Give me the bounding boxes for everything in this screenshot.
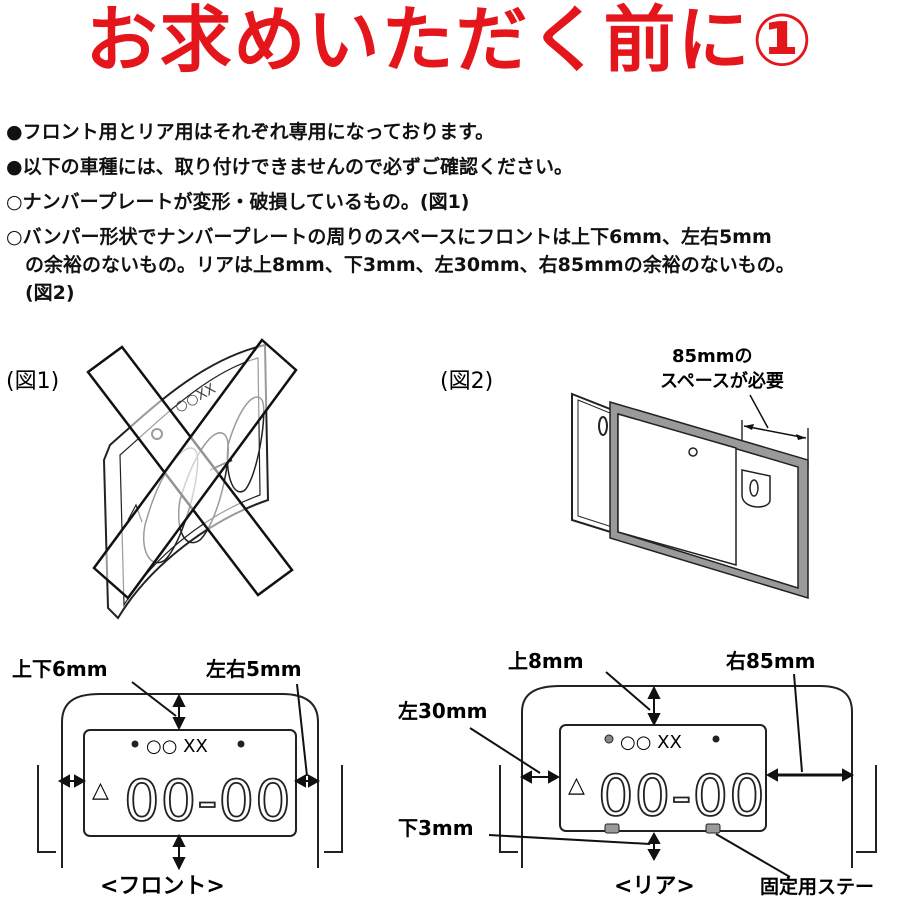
figure-2: (図2) 85mmの スペースが必要 [440, 346, 809, 600]
front-plate-top-text: ○○ XX [146, 736, 208, 757]
front-label-top-bottom: 上下6mm [12, 657, 108, 681]
callout-line-1: 85mmの [672, 346, 753, 367]
note-text: フロント用とリア用はそれぞれ専用になっております。 [22, 121, 495, 143]
bullet-filled: ● [6, 121, 23, 143]
rear-label-right: 右85mm [726, 649, 816, 673]
note-text: 以下の車種には、取り付けできませんので必ずご確認ください。 [22, 156, 574, 178]
note-item: ●フロント用とリア用はそれぞれ専用になっております。 [6, 118, 896, 146]
figure-2-label: (図2) [440, 369, 493, 394]
cross-mark-icon [86, 338, 298, 600]
note-text: バンパー形状でナンバープレートの周りのスペースにフロントは上下6mm、左右5mm [22, 226, 772, 248]
callout-leader [749, 394, 769, 429]
note-text: (図2) [25, 282, 75, 304]
figure-1-label: (図1) [6, 369, 59, 394]
rear-label-left: 左30mm [398, 699, 488, 723]
front-label-left-right: 左右5mm [206, 657, 302, 681]
dimension-arrow-85mm [743, 425, 807, 439]
front-bumper-outline [37, 693, 343, 868]
note-text: ナンバープレートが変形・破損しているもの。(図1) [22, 191, 470, 213]
rear-caption: <リア> [614, 874, 695, 899]
note-item: ○ナンバープレートが変形・破損しているもの。(図1) [6, 188, 896, 216]
front-diagram: 上下6mm 左右5mm ○○ XX △ 00-00 <フロント> [12, 657, 343, 899]
bullet-open: ○ [6, 191, 23, 213]
note-item: ●以下の車種には、取り付けできませんので必ずご確認ください。 [6, 153, 896, 181]
stay-left [604, 823, 620, 834]
note-item: ○バンパー形状でナンバープレートの周りのスペースにフロントは上下6mm、左右5m… [6, 223, 896, 251]
bullet-filled: ● [6, 156, 23, 178]
notes-list: ●フロント用とリア用はそれぞれ専用になっております。 ●以下の車種には、取り付け… [6, 118, 896, 307]
front-plate [83, 729, 297, 837]
rear-plate-number: 00-00 [598, 764, 766, 829]
callout-line-2: スペースが必要 [660, 370, 784, 392]
figure-1: (図1) ○○XX [6, 338, 298, 620]
rear-diagram: 上8mm 右85mm 左30mm 下3mm ○○ XX △ 00-00 [398, 649, 877, 899]
bullet-open: ○ [6, 226, 23, 248]
rear-plate-top-text: ○○ XX [620, 732, 682, 753]
rear-bumper-outline [499, 685, 877, 868]
plate-frame [609, 400, 809, 600]
note-item-continued: の余裕のないもの。リアは上8mm、下3mm、左30mm、右85mmの余裕のないも… [6, 251, 896, 279]
front-plate-mark: △ [92, 778, 109, 803]
rear-plate [559, 724, 767, 832]
rear-label-bottom: 下3mm [398, 816, 474, 840]
stay-label: 固定用ステー [760, 875, 874, 898]
page-title: お求めいただく前に① [85, 0, 815, 82]
front-plate-number: 00-00 [124, 769, 292, 834]
note-item-continued: (図2) [6, 279, 896, 307]
stay-right [705, 823, 721, 834]
note-text: の余裕のないもの。リアは上8mm、下3mm、左30mm、右85mmの余裕のないも… [25, 254, 795, 276]
rear-label-top: 上8mm [508, 649, 584, 673]
rear-plate-mark: △ [568, 773, 585, 798]
front-caption: <フロント> [100, 874, 225, 899]
